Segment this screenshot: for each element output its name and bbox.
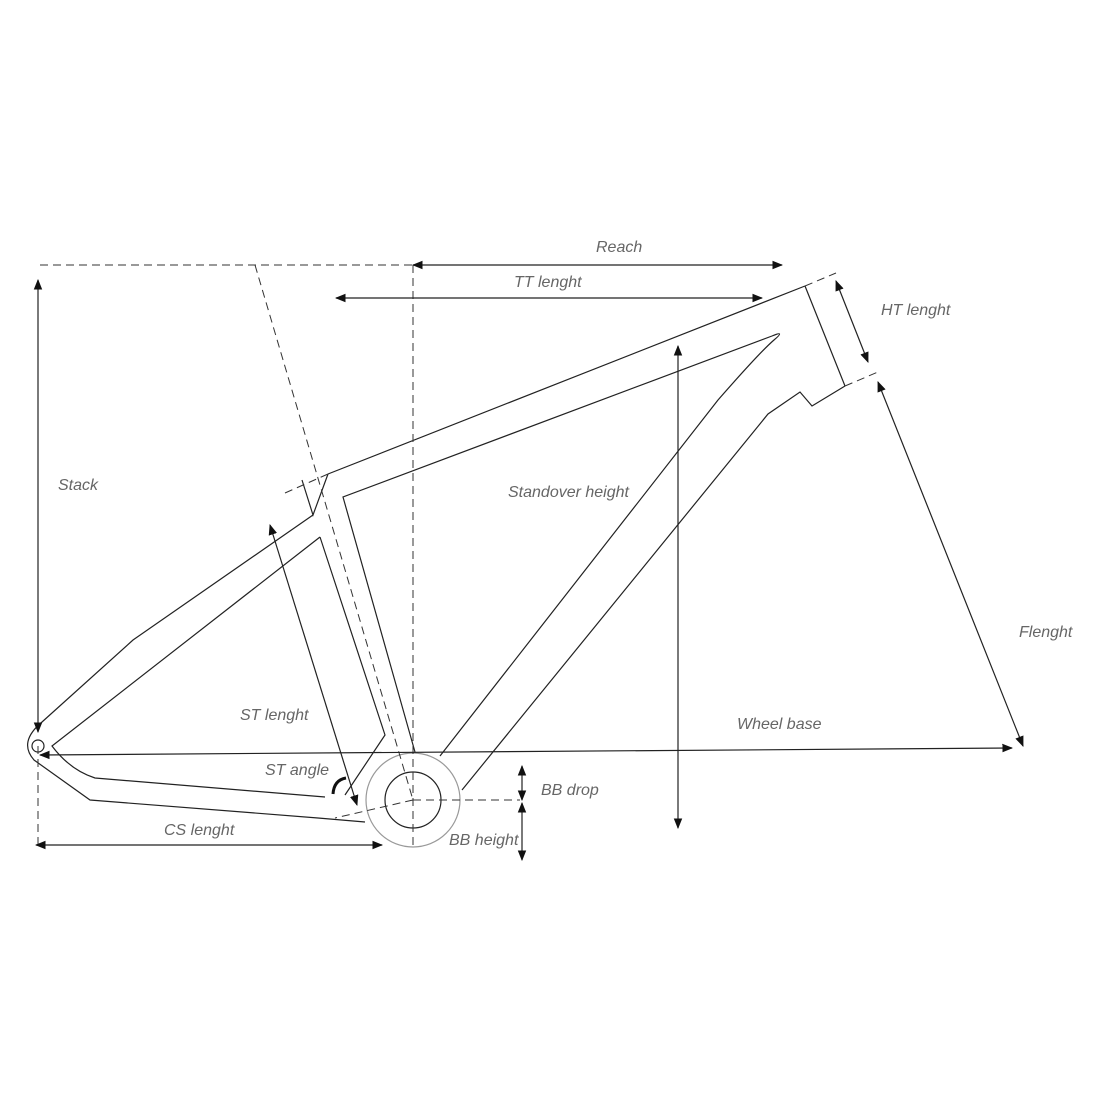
label-bb-height: BB height — [449, 832, 519, 849]
label-flength: Flenght — [1019, 624, 1073, 641]
st-length-arrow — [268, 523, 359, 807]
label-standover: Standover height — [508, 484, 629, 501]
label-wheel-base: Wheel base — [737, 716, 822, 733]
down-tube-lower — [461, 385, 846, 791]
label-ht-length: HT lenght — [881, 302, 951, 319]
label-st-angle: ST angle — [265, 762, 330, 779]
down-tube-upper — [342, 333, 781, 757]
seat-tube-rear — [319, 536, 386, 796]
top-tube-upper — [327, 285, 806, 475]
head-tube-front — [804, 285, 846, 387]
frame-outline — [27, 285, 846, 829]
reference-lines — [37, 264, 879, 850]
flength-arrow — [877, 380, 1024, 748]
label-stack: Stack — [58, 477, 99, 494]
dimension-arrows — [33, 260, 1024, 862]
label-st-length: ST lenght — [240, 707, 309, 724]
st-angle-arc — [331, 776, 347, 795]
wheelbase-arrow — [38, 743, 1014, 760]
ht-arrow — [835, 279, 869, 364]
seat-stay-inner — [51, 536, 326, 798]
label-bb-drop: BB drop — [541, 782, 599, 799]
label-reach: Reach — [596, 239, 643, 256]
label-cs-length: CS lenght — [164, 822, 235, 839]
label-tt-length: TT lenght — [514, 274, 582, 291]
